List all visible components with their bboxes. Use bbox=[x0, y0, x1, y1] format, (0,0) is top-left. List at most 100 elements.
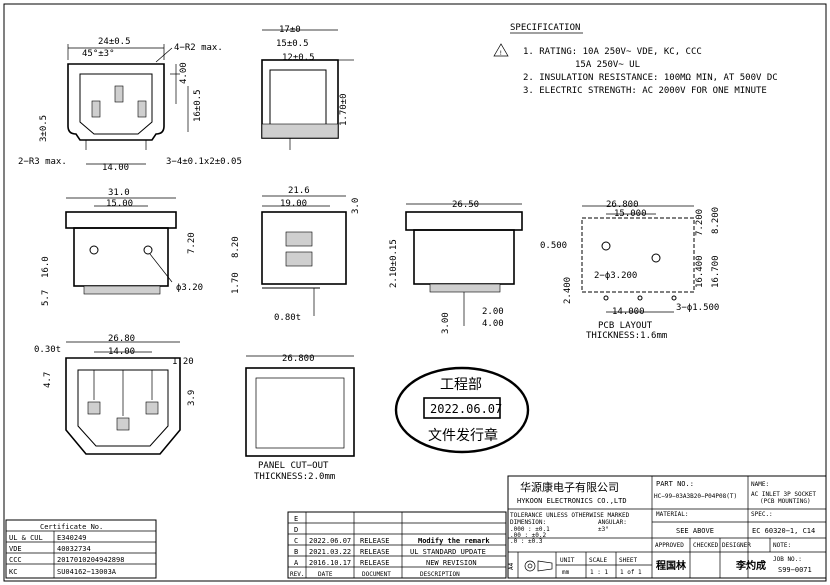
dim-holes-pcb: 2−ϕ3.200 bbox=[594, 271, 637, 281]
tolerance-angular-value: ±3° bbox=[598, 526, 609, 533]
rev-date: 2021.03.22 bbox=[309, 548, 351, 556]
projection-symbol-icon bbox=[524, 560, 553, 572]
dim-3-9: 3.9 bbox=[187, 390, 197, 406]
tolerance-dimension: DIMENSION: bbox=[510, 519, 546, 526]
dim-24: 24±0.5 bbox=[98, 37, 131, 47]
dim-26-8-pcb: 26.800 bbox=[606, 200, 639, 210]
dim-3-rear: 3.00 bbox=[441, 312, 451, 334]
dim-15: 15±0.5 bbox=[276, 39, 309, 49]
checked-label: CHECKED bbox=[693, 542, 719, 549]
rev-header-desc: DESCRIPTION bbox=[420, 571, 460, 578]
scale-value: 1 : 1 bbox=[590, 569, 608, 576]
tolerance-a: .000 : ±0.1 bbox=[510, 526, 550, 533]
dim-8-2-pcb: 8.200 bbox=[711, 207, 721, 234]
dim-1-7: 1.70 bbox=[231, 272, 241, 294]
dim-2-4-pcb: 2.400 bbox=[563, 277, 573, 304]
rev-desc: NEW REVISION bbox=[426, 559, 477, 567]
rev-header-date: DATE bbox=[318, 571, 333, 578]
svg-text:!: ! bbox=[499, 50, 503, 57]
rev-date: 2022.06.07 bbox=[309, 537, 351, 545]
sheet-label: SHEET bbox=[619, 557, 637, 564]
tolerance-title: TOLERANCE UNLESS OTHERWISE MARKED bbox=[510, 512, 630, 519]
dim-8-2: 8.20 bbox=[231, 236, 241, 258]
pcb-layout-view: 26.800 15.000 7.200 8.200 0.500 2−ϕ3.200… bbox=[540, 200, 721, 341]
dim-pins-pcb: 3−ϕ1.500 bbox=[676, 303, 719, 313]
approved-label: APPROVED bbox=[655, 542, 684, 549]
tolerance-angular: ANGULAR: bbox=[598, 519, 627, 526]
rev-code: D bbox=[294, 526, 298, 534]
dim-4-rear: 4.00 bbox=[482, 319, 504, 329]
cert-number: 40032734 bbox=[57, 545, 91, 553]
rev-code: E bbox=[294, 515, 298, 523]
release-stamp: 工程部 2022.06.07 文件发行章 bbox=[394, 366, 530, 454]
dim-1-70: 1.70±0 bbox=[339, 93, 349, 126]
dim-15-mid: 15.00 bbox=[106, 199, 133, 209]
dim-26-5: 26.50 bbox=[452, 200, 479, 210]
dim-45deg: 45°±3° bbox=[82, 49, 115, 59]
rev-doc: RELEASE bbox=[360, 548, 390, 556]
dim-1-2: 1.20 bbox=[172, 357, 194, 367]
title-block: 华源康电子有限公司 HYKOON ELECTRONICS CO.,LTD PAR… bbox=[507, 475, 827, 579]
dim-3-side: 3.0 bbox=[351, 198, 361, 214]
rev-doc: RELEASE bbox=[360, 537, 390, 545]
dim-31: 31.0 bbox=[108, 188, 130, 198]
rev-header-doc: DOCUMENT bbox=[362, 571, 391, 578]
spec-line-4: 3. ELECTRIC STRENGTH: AC 2000V FOR ONE M… bbox=[523, 86, 767, 96]
dim-4: 4.00 bbox=[179, 62, 189, 84]
cert-number: SU04162−13003A bbox=[57, 568, 117, 576]
dim-26-8-bottom: 26.80 bbox=[108, 334, 135, 344]
specification-block: SPECIFICATION ! 1. RATING: 10A 250V~ VDE… bbox=[493, 23, 778, 96]
part-no-value: HC−99−03A3B20−P04P08(T) bbox=[654, 493, 737, 500]
unit-label: UNIT bbox=[560, 557, 575, 564]
dim-14: 14.00 bbox=[102, 163, 129, 173]
dim-16-mid: 16.0 bbox=[41, 256, 51, 278]
cert-name: CCC bbox=[9, 556, 22, 564]
dim-0-8t: 0.80t bbox=[274, 313, 301, 323]
pcb-thickness: THICKNESS:1.6mm bbox=[586, 331, 667, 341]
dim-0-3t: 0.30t bbox=[34, 345, 61, 355]
rev-code: B bbox=[294, 548, 298, 556]
dim-r2: 4−R2 max. bbox=[174, 43, 223, 53]
dim-12: 12±0.5 bbox=[282, 53, 315, 63]
sheet-size: A4 bbox=[508, 562, 515, 570]
stamp-date: 2022.06.07 bbox=[430, 402, 502, 416]
company-name-en: HYKOON ELECTRONICS CO.,LTD bbox=[517, 497, 627, 505]
pcb-layout-label: PCB LAYOUT bbox=[598, 321, 653, 331]
cert-name: KC bbox=[9, 568, 17, 576]
dim-19: 19.00 bbox=[280, 199, 307, 209]
stamp-bottom-text: 文件发行章 bbox=[428, 427, 498, 444]
revision-table: E D C 2022.06.07 RELEASE Modify the rema… bbox=[287, 511, 507, 579]
designer-label: DESIGNER bbox=[722, 542, 751, 549]
note-label: NOTE: bbox=[773, 542, 791, 549]
rev-doc: RELEASE bbox=[360, 559, 390, 567]
dim-5-7: 5.7 bbox=[41, 290, 51, 306]
spec-title: SPECIFICATION bbox=[510, 23, 580, 33]
bottom-view: 26.80 14.00 0.30t 4.7 1.20 3.9 bbox=[34, 334, 197, 455]
spec-line-1: 1. RATING: 10A 250V~ VDE, KC, CCC bbox=[523, 47, 702, 57]
rev-date: 2016.10.17 bbox=[309, 559, 351, 567]
dim-7-2: 7.20 bbox=[187, 232, 197, 254]
dim-14-bottom: 14.00 bbox=[108, 347, 135, 357]
warning-triangle-icon bbox=[493, 43, 509, 57]
spec-label: SPEC.: bbox=[751, 511, 773, 518]
dim-2-1: 2.10±0.15 bbox=[389, 239, 399, 288]
cert-number: E340249 bbox=[57, 534, 87, 542]
material-label: MATERIAL: bbox=[656, 511, 689, 518]
spec-line-2: 15A 250V~ UL bbox=[575, 60, 640, 70]
panel-cutout-view: 26.800 PANEL CUT−OUT THICKNESS:2.0mm bbox=[245, 354, 355, 482]
dim-3: 3±0.5 bbox=[39, 115, 49, 142]
part-no-label: PART NO.: bbox=[656, 480, 694, 488]
job-no-label: JOB NO.: bbox=[773, 556, 802, 563]
material-value: SEE ABOVE bbox=[676, 527, 714, 535]
rev-code: A bbox=[294, 559, 299, 567]
panel-thickness: THICKNESS:2.0mm bbox=[254, 472, 335, 482]
spec-line-3: 2. INSULATION RESISTANCE: 100MΩ MIN, AT … bbox=[523, 73, 778, 83]
dim-26-8-panel: 26.800 bbox=[282, 354, 315, 364]
company-name-cn: 华源康电子有限公司 bbox=[520, 480, 619, 494]
panel-cutout-label: PANEL CUT−OUT bbox=[258, 461, 329, 471]
dim-7-2-pcb: 7.200 bbox=[695, 209, 705, 236]
dim-16: 16±0.5 bbox=[193, 89, 203, 122]
front-view-mid: 31.0 15.00 16.0 5.7 7.20 ϕ3.20 bbox=[41, 188, 203, 306]
rev-desc: UL STANDARD UPDATE bbox=[410, 548, 486, 556]
